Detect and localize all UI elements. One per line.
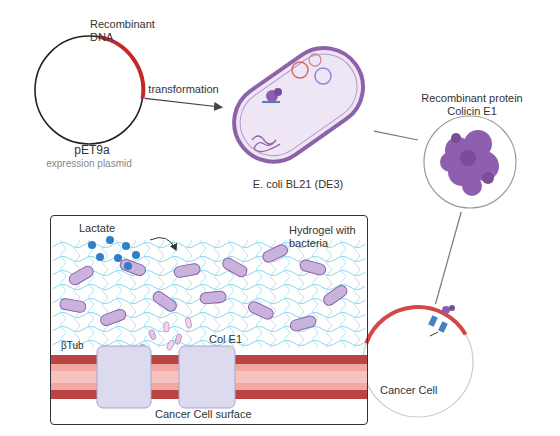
hydrogel-inset: LactateHydrogel with bacteriaCol E1βTubC… [50,215,368,425]
node-text: Lactate [79,222,139,235]
node-text: expression plasmid [33,158,145,170]
node-text: Cancer Cell surface [155,408,285,421]
node-text: Cancer Cell [380,384,460,397]
node-text: Recombinant DNA [90,18,160,43]
node-text: pET9a [47,144,137,158]
node-text: Recombinant protein Colicin E1 [420,92,524,117]
gel-bacteria [59,243,349,332]
node-outline [360,304,478,422]
lactate-molecules [88,236,140,270]
node-text: E. coli BL21 (DE3) [228,178,368,191]
hydrogel-mesh [53,240,365,348]
leader-line [374,131,418,140]
node-text: βTub [61,340,101,352]
cell-surface-band: βTubCancer Cell surface [51,340,367,424]
leader-line [435,212,461,304]
bacterium-node: E. coli BL21 (DE3) [222,40,374,192]
edge-label: transformation [139,83,229,95]
protein-node: Recombinant protein Colicin E1 [418,92,538,212]
node-text: Col E1 [209,333,259,346]
node-text: Hydrogel with bacteria [289,224,367,249]
node-outline [222,40,374,192]
plasmid-node: Recombinant DNApET9aexpression plasmid [33,14,145,170]
cancer-cell-node: Cancer Cell [360,304,478,422]
diffusion-arrow [150,238,176,250]
process-arrow [145,98,222,107]
